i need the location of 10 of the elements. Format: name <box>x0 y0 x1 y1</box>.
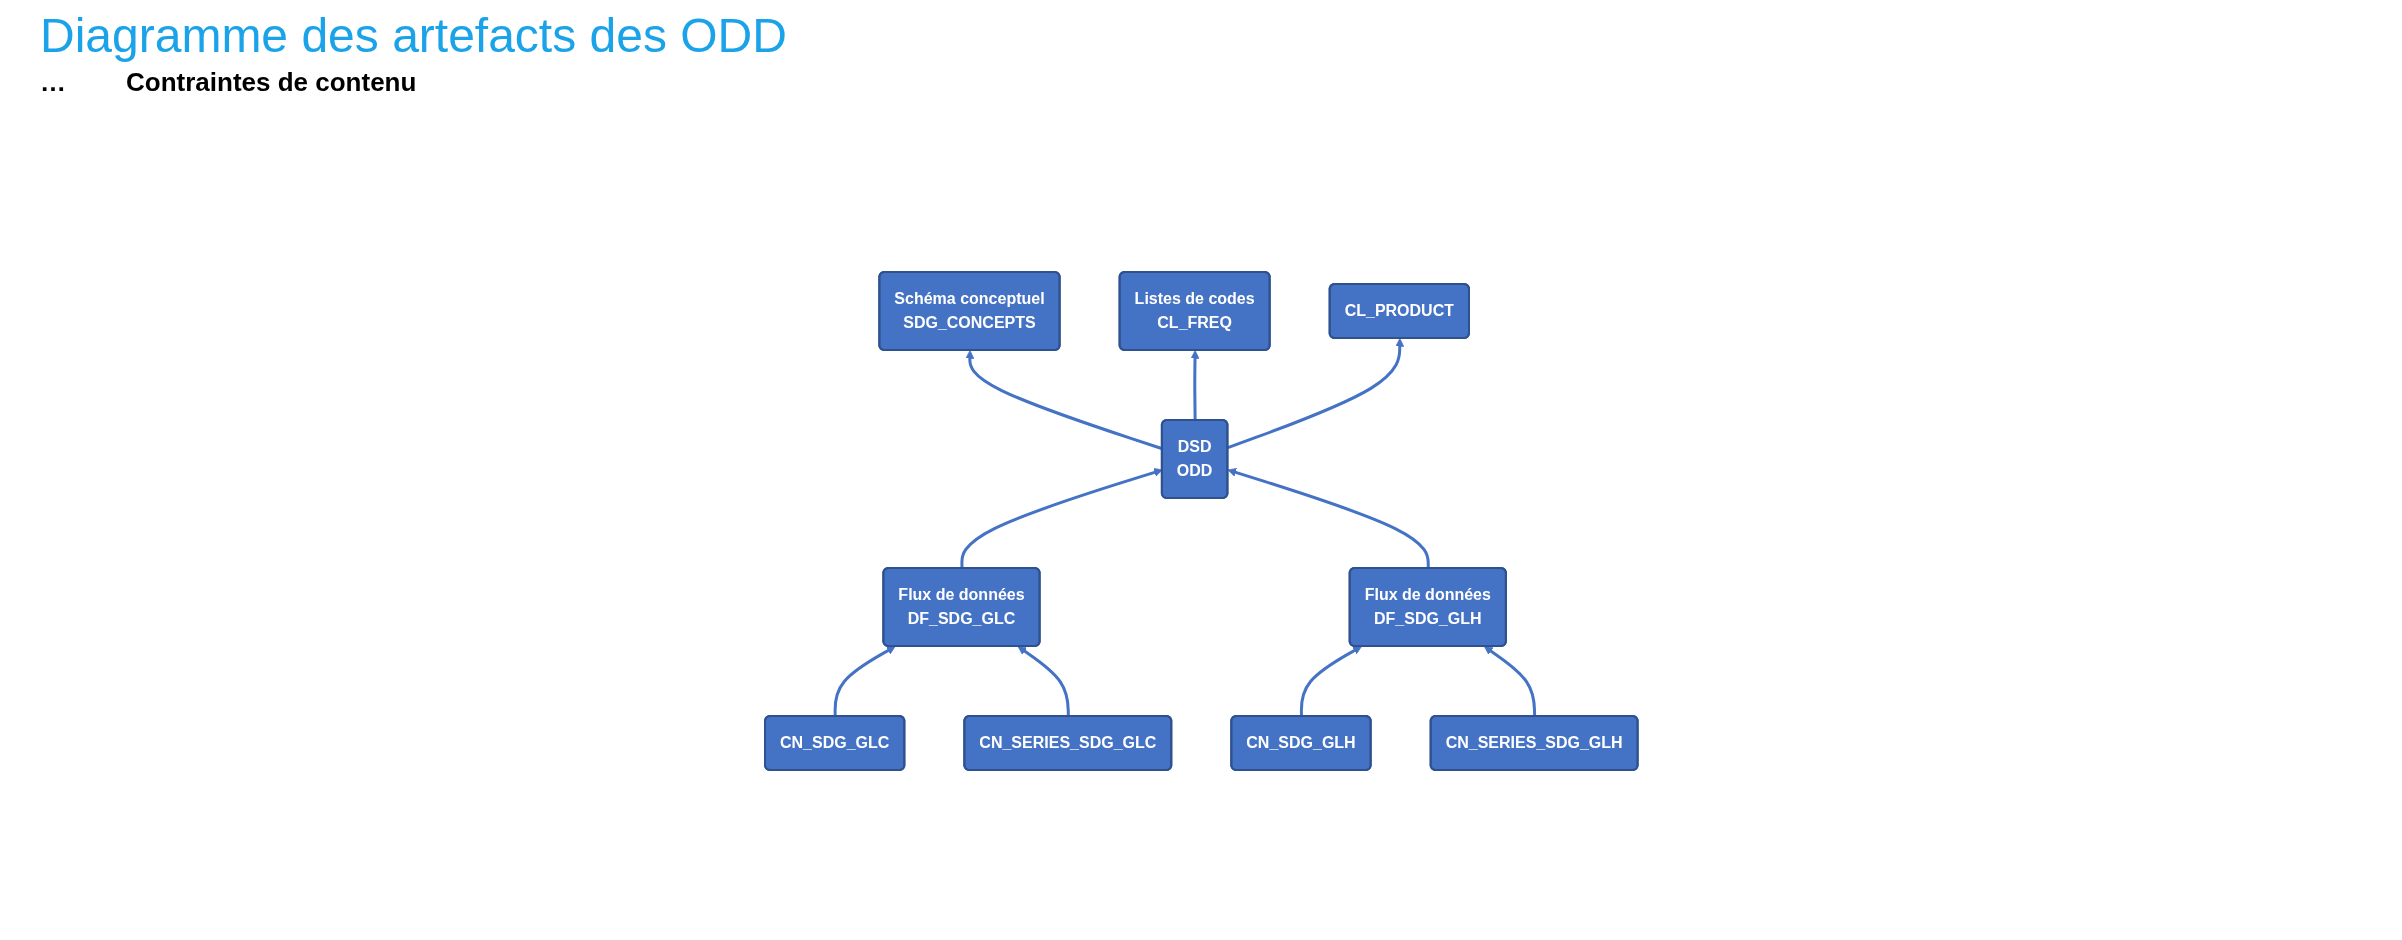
arrow <box>1299 646 1362 717</box>
arrow <box>1190 350 1200 421</box>
arrow <box>1227 468 1430 569</box>
note-text: … <box>40 67 66 98</box>
arrow <box>1483 646 1536 717</box>
diagram-title: Diagramme des artefacts des ODD <box>40 8 788 63</box>
note-text: Contraintes de contenu <box>126 67 417 98</box>
arrow <box>1227 338 1404 450</box>
arrow <box>1017 646 1070 717</box>
arrow <box>833 646 896 717</box>
